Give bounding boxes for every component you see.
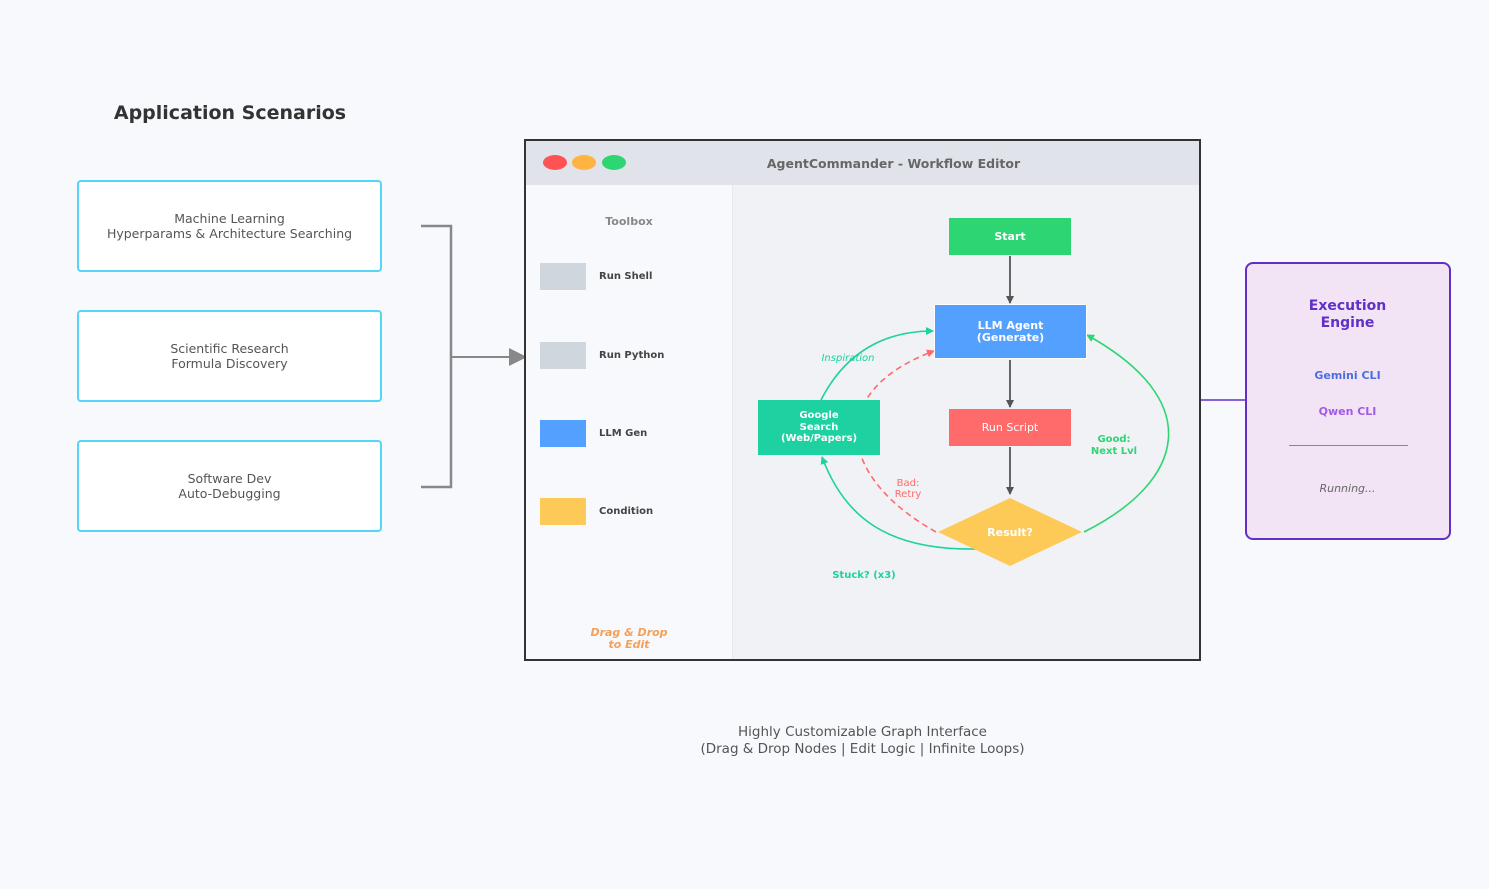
scenario-card-dev: Software Dev Auto-Debugging — [77, 440, 382, 532]
edge-label-inspiration: Inspiration — [821, 353, 875, 364]
window-title: AgentCommander - Workflow Editor — [766, 156, 1021, 171]
result-diamond — [938, 498, 1082, 566]
tool-llm-gen-label[interactable]: LLM Gen — [599, 428, 648, 439]
node-start[interactable]: Start — [949, 218, 1071, 255]
edge-label-good-line2: Next Lvl — [1090, 446, 1138, 457]
toolbox-panel: Toolbox Run Shell Run Python LLM Gen Con… — [526, 185, 733, 659]
node-result-text: Result? — [987, 525, 1033, 539]
node-google-line2: Search — [799, 421, 839, 433]
tool-condition-swatch[interactable] — [540, 498, 586, 525]
node-google-line1: Google — [799, 410, 839, 422]
node-run-script[interactable]: Run Script — [949, 409, 1071, 446]
node-llm-agent[interactable]: LLM Agent (Generate) — [934, 304, 1087, 359]
scenario-subtitle: Auto-Debugging — [178, 486, 281, 501]
node-llm-agent-line1: LLM Agent — [977, 318, 1044, 332]
drag-drop-hint: Drag & Drop to Edit — [526, 627, 732, 651]
title-bar: AgentCommander - Workflow Editor — [526, 141, 1199, 185]
scenario-subtitle: Hyperparams & Architecture Searching — [106, 226, 353, 241]
edge-bad-retry — [856, 349, 937, 533]
scenario-card-ml: Machine Learning Hyperparams & Architect… — [77, 180, 382, 272]
scenario-bracket — [421, 224, 453, 489]
toolbox-title: Toolbox — [605, 215, 653, 228]
node-llm-agent-line2: (Generate) — [976, 330, 1045, 344]
tool-run-shell-swatch[interactable] — [540, 263, 586, 290]
edge-label-good-line1: Good: — [1097, 434, 1131, 445]
node-result-label[interactable]: Result? — [958, 524, 1062, 540]
drag-drop-hint-line1: Drag & Drop — [590, 626, 668, 639]
drag-drop-hint-line2: to Edit — [608, 638, 650, 651]
scenario-title: Scientific Research — [170, 341, 289, 356]
caption-line1: Highly Customizable Graph Interface — [738, 724, 987, 740]
caption-line2: (Drag & Drop Nodes | Edit Logic | Infini… — [700, 741, 1025, 757]
workflow-editor-window: AgentCommander - Workflow Editor Toolbox… — [524, 139, 1201, 661]
node-run-script-label: Run Script — [981, 421, 1039, 434]
minimize-window-dot[interactable] — [572, 155, 596, 170]
engine-title-line1: Execution — [1308, 298, 1387, 314]
close-window-dot[interactable] — [543, 155, 567, 170]
edge-label-bad-line2: Retry — [894, 489, 922, 500]
scenario-title: Machine Learning — [174, 211, 285, 226]
engine-item-gemini: Gemini CLI — [1314, 369, 1381, 382]
tool-run-python-swatch[interactable] — [540, 342, 586, 369]
execution-engine-panel: Execution Engine Gemini CLI Qwen CLI Run… — [1245, 262, 1451, 540]
engine-item-qwen: Qwen CLI — [1318, 405, 1377, 418]
scenario-title: Software Dev — [187, 471, 272, 486]
section-title: Application Scenarios — [113, 102, 347, 124]
node-start-label: Start — [994, 230, 1026, 243]
node-google-search[interactable]: Google Search (Web/Papers) — [758, 400, 880, 455]
tool-condition-label[interactable]: Condition — [599, 506, 654, 517]
edge-good-loop — [1083, 334, 1170, 533]
edge-label-bad: Bad: Retry — [878, 478, 938, 500]
edge-stuck-google — [820, 456, 979, 550]
tool-llm-gen-swatch[interactable] — [540, 420, 586, 447]
scenario-subtitle: Formula Discovery — [171, 356, 288, 371]
node-google-line3: (Web/Papers) — [780, 433, 858, 445]
edge-inspiration — [820, 327, 934, 401]
engine-divider — [1289, 445, 1408, 446]
engine-title: Execution Engine — [1247, 298, 1448, 332]
caption: Highly Customizable Graph Interface (Dra… — [600, 724, 1125, 758]
edge-label-good: Good: Next Lvl — [1081, 434, 1147, 458]
maximize-window-dot[interactable] — [602, 155, 626, 170]
scenario-arrow-head — [509, 348, 527, 366]
tool-run-python-label[interactable]: Run Python — [599, 350, 665, 361]
edge-label-stuck: Stuck? (x3) — [832, 570, 896, 581]
graph-edges — [820, 256, 1170, 566]
edge-label-bad-line1: Bad: — [896, 478, 920, 489]
scenario-card-research: Scientific Research Formula Discovery — [77, 310, 382, 402]
tool-run-shell-label[interactable]: Run Shell — [599, 271, 653, 282]
engine-status: Running... — [1319, 482, 1376, 495]
engine-title-line2: Engine — [1320, 315, 1375, 331]
